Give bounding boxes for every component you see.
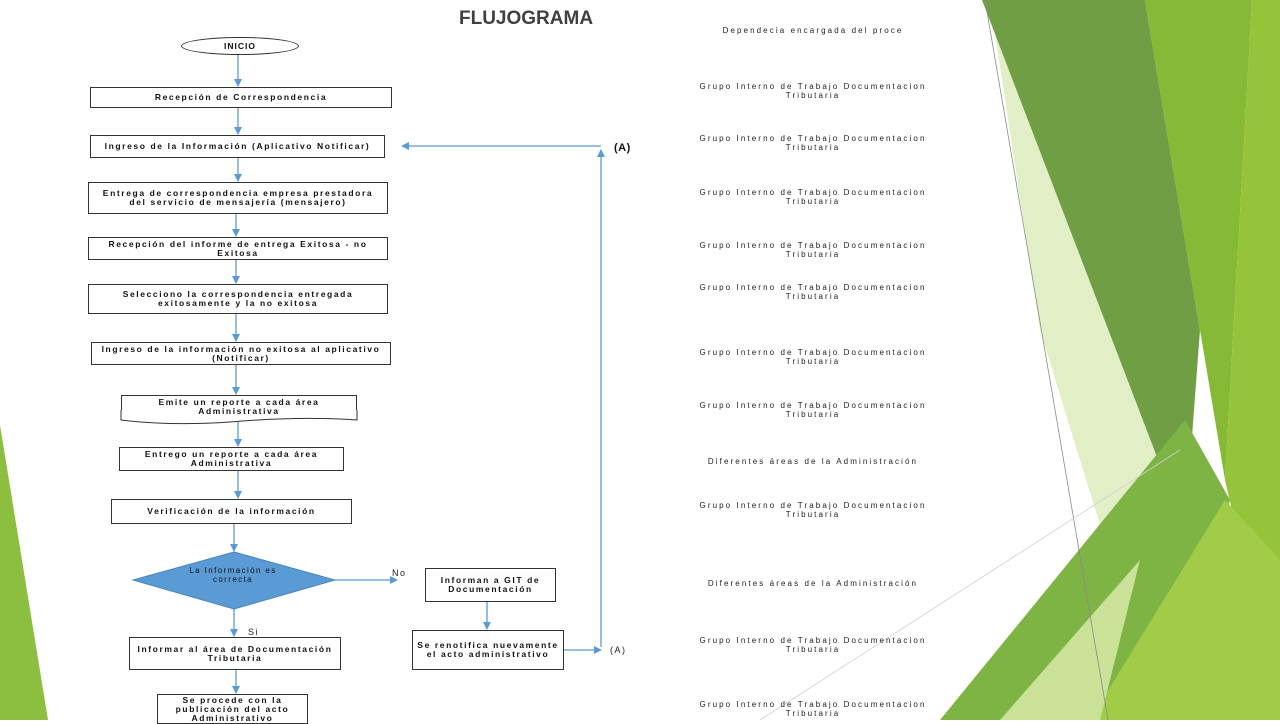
responsible-row: Diferentes áreas de la Administración (707, 457, 919, 466)
step-deliver-report: Entrego un reporte a cada área Administr… (119, 447, 344, 471)
connector-a-top: (A) (614, 142, 631, 154)
responsible-row: Grupo Interno de Trabajo Documentacion T… (699, 134, 927, 152)
step-inform-documentation: Informar al área de Documentación Tribut… (129, 637, 341, 670)
decision-label: La Información es correcta (189, 566, 277, 584)
step-issue-report: Emite un reporte a cada área Administrat… (121, 395, 357, 416)
no-label: No (392, 568, 407, 578)
responsible-header: Dependecia encargada del proce (722, 26, 904, 35)
right-dark-green-shape (982, 0, 1200, 530)
step-inform-git: Informan a GIT de Documentación (425, 568, 556, 602)
responsible-row: Grupo Interno de Trabajo Documentacion T… (699, 501, 927, 519)
step-renotify: Se renotifica nuevamente el acto adminis… (412, 630, 564, 670)
document-shape-bottom (120, 410, 358, 425)
responsible-row: Grupo Interno de Trabajo Documentacion T… (699, 348, 927, 366)
bottom-light-wedge (1090, 500, 1280, 720)
step-reception: Recepción de Correspondencia (90, 87, 392, 108)
decorative-line-1 (984, 0, 1109, 720)
responsible-row: Grupo Interno de Trabajo Documentacion T… (699, 636, 927, 654)
start-node: INICIO (181, 37, 299, 55)
step-publication: Se procede con la publicación del acto A… (157, 694, 308, 724)
step-delivery: Entrega de correspondencia empresa prest… (88, 182, 388, 214)
bottom-pale-wedge (1000, 560, 1140, 720)
decision-diamond (131, 551, 337, 610)
right-light-green-band (1145, 0, 1252, 480)
responsible-row: Grupo Interno de Trabajo Documentacion T… (699, 700, 927, 718)
responsible-row: Diferentes áreas de la Administración (707, 579, 919, 588)
responsible-row: Grupo Interno de Trabajo Documentacion T… (699, 283, 927, 301)
step-select-correspondence: Selecciono la correspondencia entregada … (88, 284, 388, 314)
responsible-row: Grupo Interno de Trabajo Documentacion T… (699, 241, 927, 259)
step-delivery-report: Recepción del informe de entrega Exitosa… (88, 237, 388, 260)
yes-label: Si (248, 627, 260, 637)
responsible-row: Grupo Interno de Trabajo Documentacion T… (699, 401, 927, 419)
connector-a-bottom: (A) (610, 645, 627, 655)
responsible-row: Grupo Interno de Trabajo Documentacion T… (699, 82, 927, 100)
responsible-row: Grupo Interno de Trabajo Documentacion T… (699, 188, 927, 206)
step-verification: Verificación de la información (111, 499, 352, 524)
step-data-entry: Ingreso de la Información (Aplicativo No… (90, 135, 385, 158)
page-title: FLUJOGRAMA (459, 8, 594, 29)
decorative-line-2 (759, 449, 1181, 720)
step-unsuccessful-entry: Ingreso de la información no exitosa al … (91, 342, 391, 365)
left-green-triangle (0, 425, 48, 720)
